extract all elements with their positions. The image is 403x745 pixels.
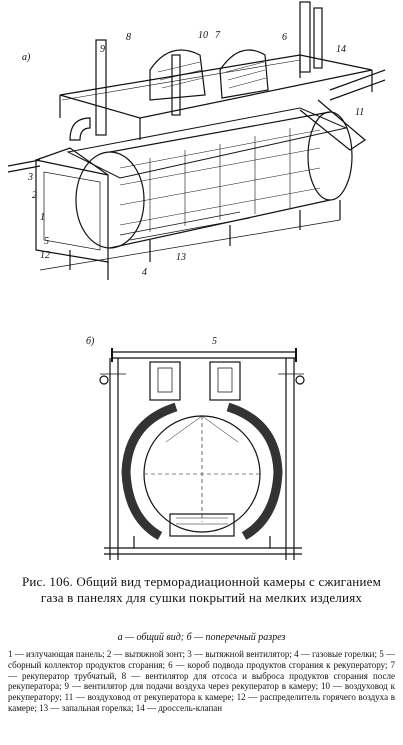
callout-6: 6 — [282, 32, 287, 43]
callout-3: 3 — [27, 172, 33, 183]
figure-subcaption: а — общий вид; б — поперечный разрез — [117, 632, 286, 643]
callout-12: 12 — [40, 250, 50, 261]
callout-14: 14 — [336, 44, 346, 55]
callout-8: 8 — [126, 32, 131, 43]
panel-b-label: б) — [86, 336, 95, 347]
figure-caption-text: Рис. 106. Общий вид терморадиационной ка… — [21, 574, 382, 605]
panel-a-label: а) — [22, 52, 31, 63]
callout-7: 7 — [215, 30, 221, 41]
callout-4: 4 — [142, 267, 147, 278]
figure-caption: Рис. 106. Общий вид терморадиационной ка… — [10, 574, 393, 606]
callout-10: 10 — [198, 30, 208, 41]
callout-5: 5 — [44, 236, 49, 247]
callout-9: 9 — [100, 44, 105, 55]
callout-11: 11 — [355, 107, 364, 118]
figure-legend: 1 — излучающая панель; 2 — вытяжной зонт… — [8, 649, 395, 713]
figure-a-general-view: а) 1 2 3 4 5 6 7 8 9 10 11 12 13 14 — [7, 1, 386, 280]
callout-1: 1 — [40, 212, 45, 223]
callout-13: 13 — [176, 252, 186, 263]
figure-b-cross-section: б) 5 — [86, 336, 305, 560]
callout-2: 2 — [32, 190, 37, 201]
callout-b-5: 5 — [212, 336, 217, 347]
